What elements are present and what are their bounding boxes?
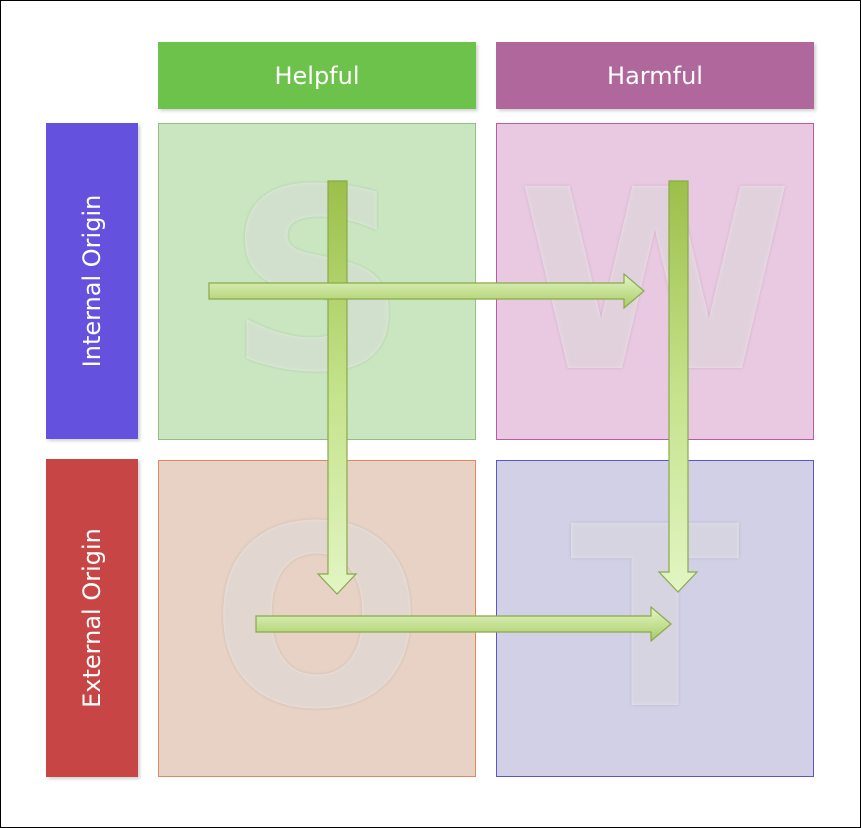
internal-origin-header: Internal Origin bbox=[46, 123, 138, 439]
helpful-label: Helpful bbox=[274, 61, 360, 90]
arrow-opportunities-to-threats bbox=[255, 605, 672, 643]
strengths-letter: S bbox=[226, 135, 408, 427]
arrow-strengths-to-weaknesses bbox=[208, 272, 645, 310]
helpful-header: Helpful bbox=[158, 42, 476, 109]
arrow-weaknesses-to-threats bbox=[657, 180, 699, 593]
harmful-header: Harmful bbox=[496, 42, 814, 109]
weaknesses-quadrant: W bbox=[496, 123, 814, 440]
arrow-strengths-to-opportunities bbox=[316, 180, 358, 595]
weaknesses-letter: W bbox=[517, 135, 793, 427]
harmful-label: Harmful bbox=[607, 61, 703, 90]
strengths-quadrant: S bbox=[158, 123, 476, 440]
external-origin-header: External Origin bbox=[46, 459, 138, 777]
